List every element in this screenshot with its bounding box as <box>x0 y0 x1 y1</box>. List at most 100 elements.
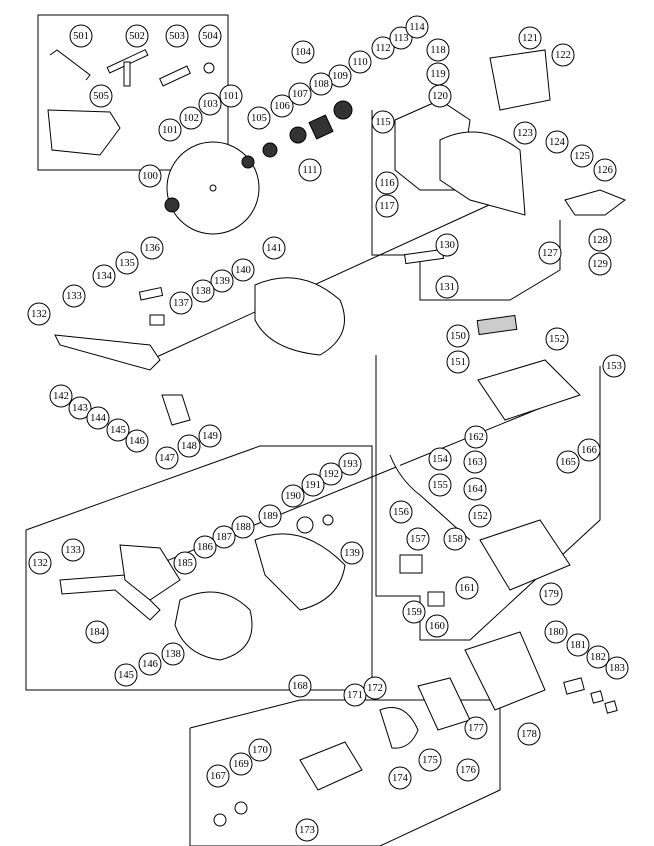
callout-104: 104 <box>291 40 315 64</box>
lever-126 <box>564 189 627 216</box>
callout-number: 166 <box>581 445 597 456</box>
callout-137: 137 <box>169 291 193 315</box>
callout-number: 138 <box>165 649 181 660</box>
callout-number: 174 <box>392 773 409 784</box>
handle-cover-121 <box>489 49 551 111</box>
callout-number: 188 <box>235 522 251 533</box>
callout-number: 124 <box>549 137 566 148</box>
callout-111: 111 <box>298 158 322 182</box>
callout-circle <box>138 652 162 676</box>
callout-circle <box>463 450 487 474</box>
callout-number: 142 <box>53 391 69 402</box>
bracket-136 <box>138 286 164 301</box>
callout-184: 184 <box>85 620 109 644</box>
callout-146: 146 <box>125 429 149 453</box>
callout-number: 123 <box>517 128 533 139</box>
callout-132: 132 <box>28 551 52 575</box>
callout-circle <box>89 84 113 108</box>
callout-circle <box>602 354 626 378</box>
callout-circle <box>443 527 467 551</box>
callout-number: 503 <box>169 31 185 42</box>
brush-holder-181 <box>563 677 585 695</box>
callout-100: 100 <box>138 164 162 188</box>
callout-108: 108 <box>309 72 333 96</box>
callout-number: 189 <box>262 511 278 522</box>
callout-number: 156 <box>393 507 409 518</box>
frame-guard-group <box>25 445 373 691</box>
callout-number: 139 <box>344 548 360 559</box>
leader-shaft-line <box>149 199 501 361</box>
callout-number: 151 <box>450 357 466 368</box>
callout-number: 127 <box>542 248 558 259</box>
lower-guard-arm-assembly <box>54 277 345 426</box>
callout-number: 504 <box>202 31 219 42</box>
callout-circle <box>198 24 222 48</box>
callout-circle <box>464 425 488 449</box>
callout-circle <box>68 396 92 420</box>
callout-number: 132 <box>32 558 48 569</box>
callout-165: 165 <box>556 450 580 474</box>
callout-circle <box>281 484 305 508</box>
callout-circle <box>389 26 413 50</box>
callout-number: 505 <box>93 91 109 102</box>
callout-number: 187 <box>216 532 232 543</box>
armature-168 <box>299 741 363 791</box>
callout-number: 186 <box>197 542 213 553</box>
callout-circle <box>301 473 325 497</box>
hex-key-501 <box>49 49 91 81</box>
callout-circle <box>179 106 203 130</box>
callout-number: 193 <box>342 459 358 470</box>
link-148 <box>161 394 191 426</box>
callout-circle <box>27 302 51 326</box>
callout-circle <box>464 716 488 740</box>
callout-145: 145 <box>106 418 130 442</box>
callout-circle <box>28 551 52 575</box>
callout-504: 504 <box>198 24 222 48</box>
callout-101: 101 <box>158 118 182 142</box>
wrench-shaft-502 <box>123 61 131 87</box>
callout-circle <box>219 84 243 108</box>
frame-lower-right <box>375 355 601 641</box>
callout-circle <box>428 84 452 108</box>
callout-number: 148 <box>181 441 197 452</box>
callout-number: 109 <box>332 71 348 82</box>
callout-circle <box>588 228 612 252</box>
callout-number: 153 <box>606 361 622 372</box>
callout-191: 191 <box>301 473 325 497</box>
guard-cover-185 <box>119 544 181 601</box>
blade-center <box>209 184 217 192</box>
callout-136: 136 <box>140 236 164 260</box>
callout-102: 102 <box>179 106 203 130</box>
callout-circle <box>173 551 197 575</box>
callout-505: 505 <box>89 84 113 108</box>
callout-circle <box>291 40 315 64</box>
callout-182: 182 <box>586 645 610 669</box>
callout-number: 140 <box>235 265 251 276</box>
callout-183: 183 <box>605 656 629 680</box>
callout-number: 116 <box>379 178 394 189</box>
callout-circle <box>140 236 164 260</box>
callout-circle <box>288 674 312 698</box>
callout-number: 162 <box>468 432 484 443</box>
callout-190: 190 <box>281 484 305 508</box>
upper-guard-assembly <box>394 49 627 265</box>
callout-circle <box>319 462 343 486</box>
accessory-parts <box>47 49 215 156</box>
callout-number: 173 <box>299 825 315 836</box>
callout-circle <box>348 50 372 74</box>
callout-number: 111 <box>303 165 318 176</box>
callout-150: 150 <box>446 324 470 348</box>
callout-number: 172 <box>367 683 383 694</box>
link-arm-142 <box>54 334 161 371</box>
callout-117: 117 <box>375 194 399 218</box>
callout-number: 171 <box>347 690 363 701</box>
callout-number: 126 <box>597 165 613 176</box>
callout-number: 102 <box>183 113 199 124</box>
callout-number: 169 <box>233 759 249 770</box>
callout-circle <box>517 722 541 746</box>
callout-number: 106 <box>274 101 290 112</box>
callout-135: 135 <box>115 251 139 275</box>
callout-107: 107 <box>288 82 312 106</box>
callout-circle <box>165 24 189 48</box>
callout-circle <box>309 72 333 96</box>
